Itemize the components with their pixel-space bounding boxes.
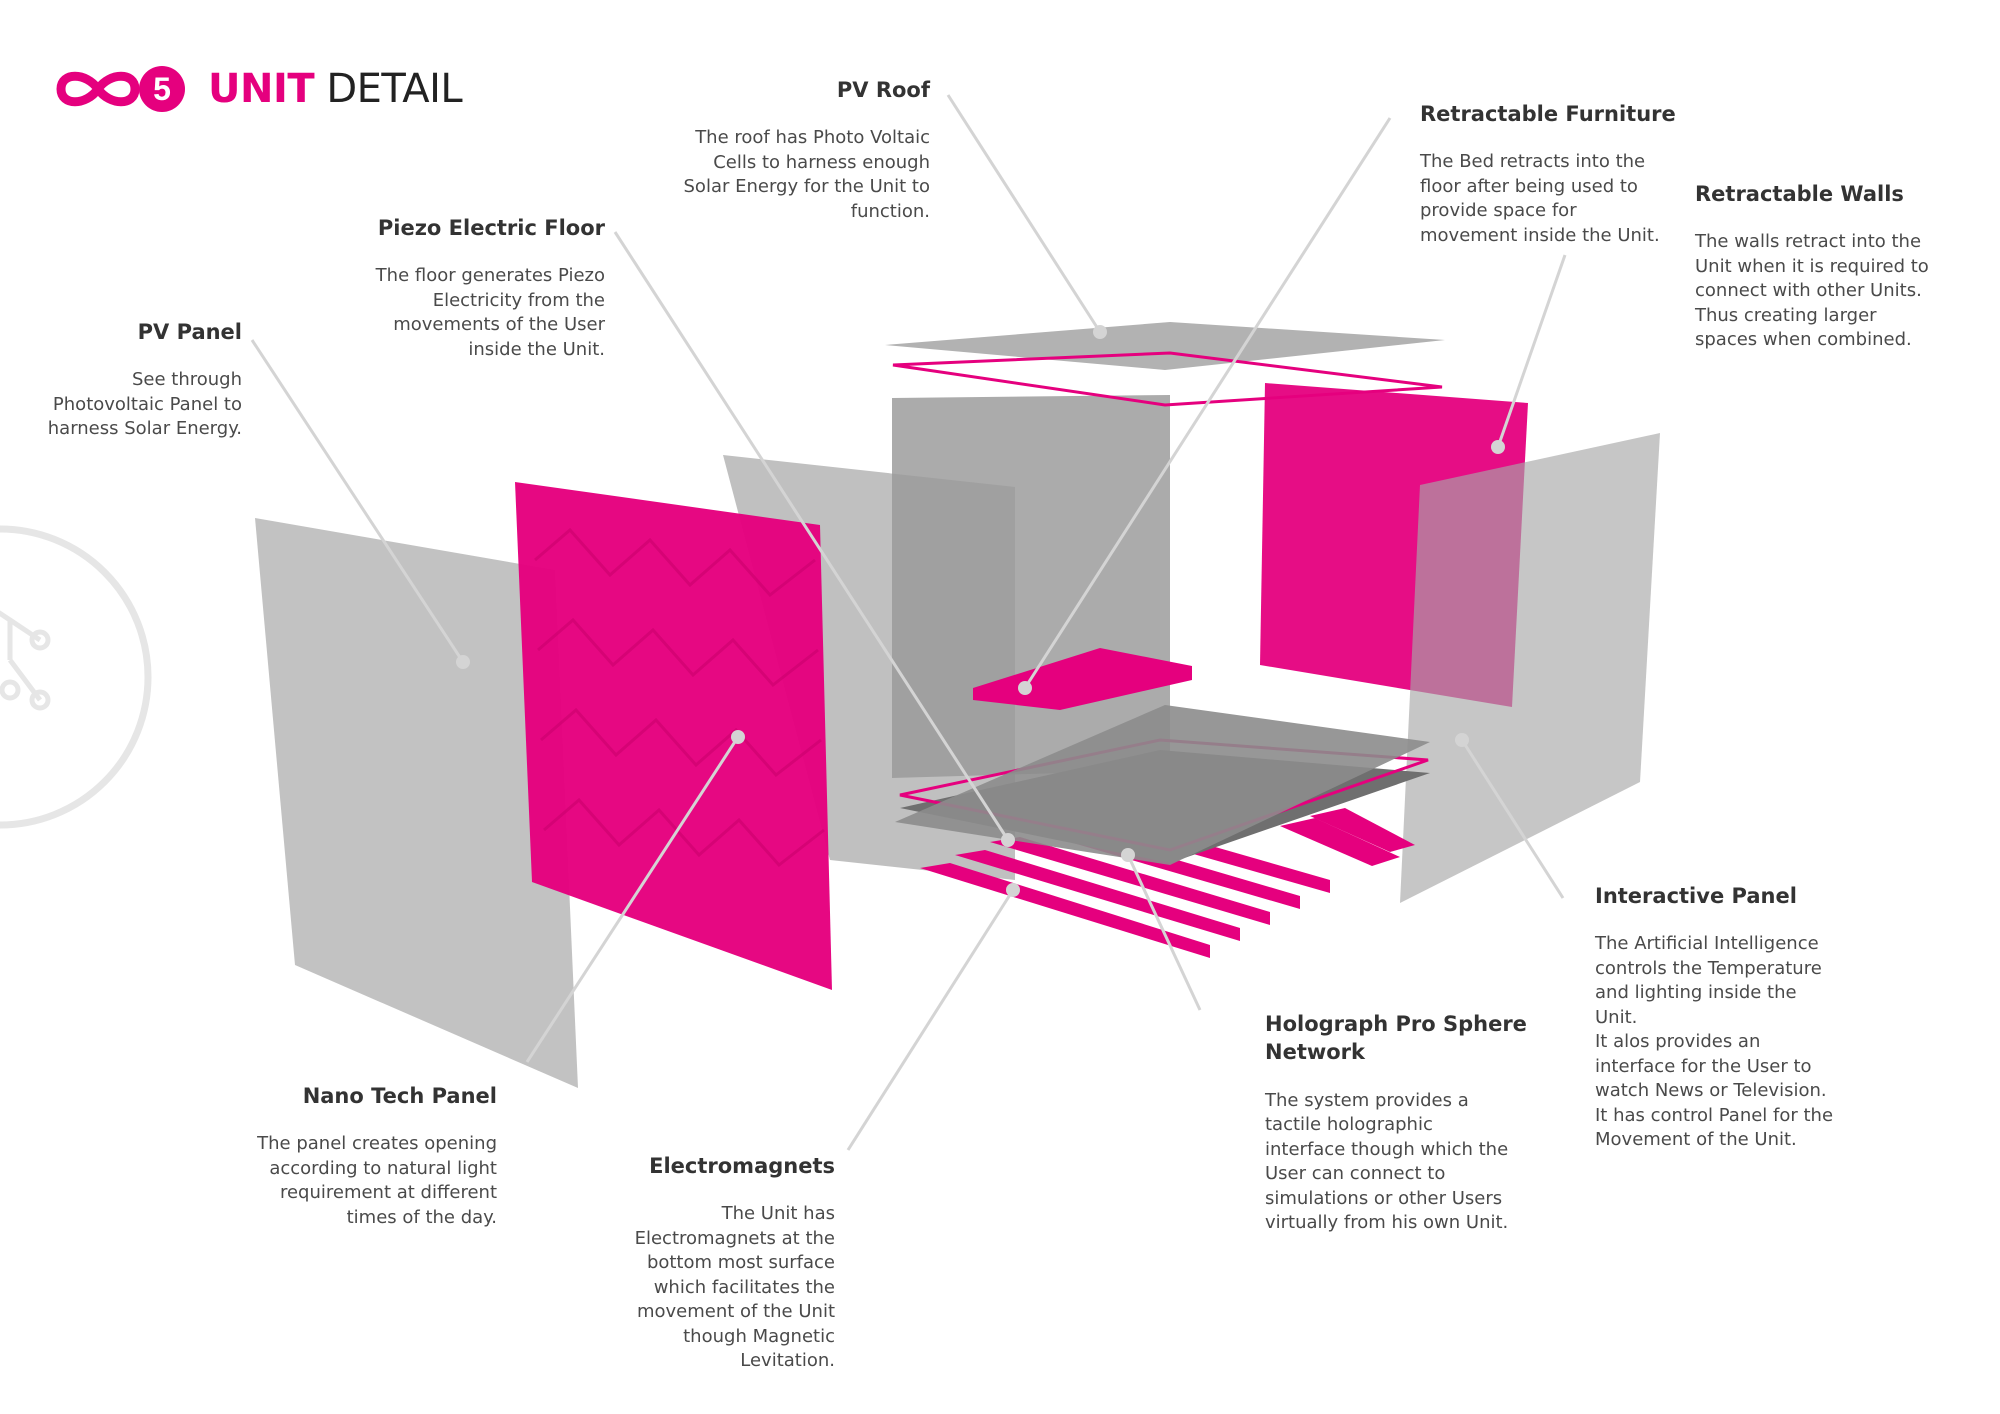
label-title: Piezo Electric Floor xyxy=(377,216,605,240)
label-text: The walls retract into the Unit when it … xyxy=(1695,231,1929,351)
roof-frame-outline xyxy=(892,351,1443,407)
page-title-bold: UNIT xyxy=(208,66,315,112)
label-title: Nano Tech Panel xyxy=(302,1084,497,1108)
label-title: PV Panel xyxy=(137,320,242,344)
pv-roof-panel xyxy=(885,322,1445,370)
label-title: Holograph Pro Sphere Network xyxy=(1265,1012,1527,1065)
label-holograph-network: Holograph Pro Sphere Network The system … xyxy=(1265,1010,1575,1236)
label-title: Interactive Panel xyxy=(1595,884,1797,908)
nano-tech-panel xyxy=(515,482,832,990)
label-title: PV Roof xyxy=(836,78,930,102)
label-text: See through Photovoltaic Panel to harnes… xyxy=(47,369,242,440)
nano-tech-pattern xyxy=(534,527,825,868)
label-title: Retractable Furniture xyxy=(1420,102,1676,126)
label-text: The system provides a tactile holographi… xyxy=(1265,1089,1509,1234)
leader-lines xyxy=(250,94,1567,1151)
label-text: The panel creates opening according to n… xyxy=(257,1133,497,1228)
label-title: Electromagnets xyxy=(649,1154,835,1178)
label-title: Retractable Walls xyxy=(1695,182,1904,206)
pv-panel-plane xyxy=(255,518,578,1088)
logo-mark: 5 xyxy=(153,71,171,107)
label-text: The Bed retracts into the floor after be… xyxy=(1420,151,1660,246)
decorative-circle-emblem xyxy=(0,525,152,829)
infinity-logo-icon: 5 xyxy=(56,66,185,112)
label-text: The floor generates Piezo Electricity fr… xyxy=(375,265,605,360)
floor-plate xyxy=(895,705,1430,865)
label-retractable-walls: Retractable Walls The walls retract into… xyxy=(1695,180,1985,353)
label-retractable-furniture: Retractable Furniture The Bed retracts i… xyxy=(1420,100,1720,248)
label-text: The roof has Photo Voltaic Cells to harn… xyxy=(683,127,931,222)
label-nano-tech-panel: Nano Tech Panel The panel creates openin… xyxy=(215,1082,497,1230)
label-pv-roof: PV Roof The roof has Photo Voltaic Cells… xyxy=(570,76,931,224)
label-text: The Artificial Intelligence controls the… xyxy=(1595,933,1834,1151)
retractable-bed xyxy=(973,648,1192,710)
interactive-panel-plane xyxy=(1400,433,1660,903)
label-electromagnets: Electromagnets The Unit has Electromagne… xyxy=(580,1152,835,1374)
label-piezo-electric-floor: Piezo Electric Floor The floor generates… xyxy=(300,214,605,362)
leader-dots xyxy=(456,325,1505,897)
label-pv-panel: PV Panel See through Photovoltaic Panel … xyxy=(30,318,242,442)
brand-header: 5 UNIT DETAIL xyxy=(54,64,463,114)
page-title-light: DETAIL xyxy=(314,66,463,112)
page-title: UNIT DETAIL xyxy=(208,66,463,112)
label-text: The Unit has Electromagnets at the botto… xyxy=(634,1203,835,1372)
label-interactive-panel: Interactive Panel The Artificial Intelli… xyxy=(1595,882,1895,1153)
